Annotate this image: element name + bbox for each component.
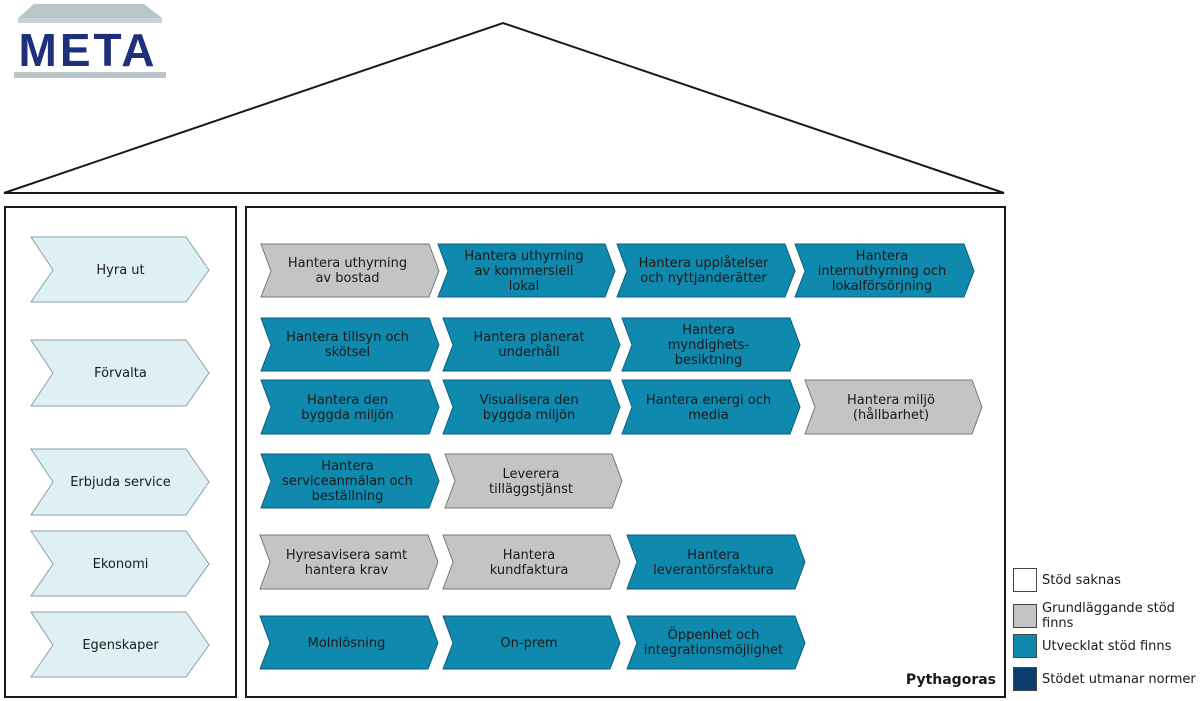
- capability-leverantorsfaktura: Hantera leverantörsfaktura: [626, 534, 806, 590]
- capability-oppenhet: Öppenhet och integrationsmöjlighet: [626, 615, 806, 670]
- capability-label: Hantera myndighets-besiktning: [667, 322, 750, 368]
- capability-label: Hantera internuthyrning och lokalförsörj…: [817, 248, 947, 294]
- legend-label: Utvecklat stöd finns: [1042, 638, 1172, 654]
- legend-label: Stöd saknas: [1042, 572, 1121, 588]
- legend-item-utmanar: Stödet utmanar normer: [1013, 667, 1196, 691]
- capability-uthyrning-lokal: Hantera uthyrning av kommersiell lokal: [437, 243, 616, 298]
- legend-label: Grundläggande stöd finns: [1042, 601, 1175, 631]
- capability-serviceanmalan: Hantera serviceanmälan och beställning: [260, 453, 440, 509]
- stage-label: Ekonomi: [92, 556, 149, 572]
- capability-label: Hantera kundfaktura: [489, 547, 569, 578]
- house-roof: [3, 21, 1005, 194]
- legend-item-grundlaggande: Grundläggande stöd finns: [1013, 601, 1200, 631]
- stage-ekonomi: Ekonomi: [30, 530, 210, 597]
- capability-label: Leverera tilläggstjänst: [489, 466, 573, 497]
- stage-label: Egenskaper: [82, 637, 159, 653]
- legend-swatch-grundlaggande: [1013, 604, 1037, 628]
- capability-hyresavisera: Hyresavisera samt hantera krav: [259, 534, 439, 590]
- legend-swatch-saknas: [1013, 568, 1037, 592]
- legend-item-utvecklat: Utvecklat stöd finns: [1013, 634, 1171, 658]
- stage-hyra-ut: Hyra ut: [30, 236, 210, 303]
- legend-swatch-utmanar: [1013, 667, 1037, 691]
- capability-tillaggstjanst: Leverera tilläggstjänst: [444, 453, 623, 509]
- capability-label: Hantera energi och media: [645, 392, 772, 423]
- capability-myndighetsbesiktning: Hantera myndighets-besiktning: [621, 317, 801, 372]
- capability-uthyrning-bostad: Hantera uthyrning av bostad: [260, 243, 440, 298]
- capability-byggda-miljon: Hantera den byggda miljön: [260, 379, 440, 435]
- capability-label: Öppenhet och integrationsmöjlighet: [643, 628, 784, 658]
- capability-label: Hantera miljö (hållbarhet): [847, 392, 935, 423]
- capability-miljo: Hantera miljö (hållbarhet): [804, 379, 983, 435]
- capability-label: Hyresavisera samt hantera krav: [285, 547, 408, 578]
- legend-item-saknas: Stöd saknas: [1013, 568, 1121, 592]
- capability-label: Visualisera den byggda miljön: [479, 392, 579, 423]
- stage-label: Hyra ut: [96, 262, 145, 278]
- stage-label: Erbjuda service: [70, 475, 171, 490]
- capability-tillsyn: Hantera tillsyn och skötsel: [260, 317, 440, 372]
- capability-label: Hantera den byggda miljön: [301, 392, 394, 423]
- legend-label: Stödet utmanar normer: [1042, 671, 1196, 687]
- capability-underhall: Hantera planerat underhåll: [442, 317, 621, 372]
- capability-label: On-prem: [500, 635, 558, 651]
- logo-text: META: [19, 24, 158, 76]
- capability-molnlosning: Molnlösning: [259, 615, 439, 670]
- capability-label: Hantera planerat underhåll: [473, 330, 585, 360]
- stage-forvalta: Förvalta: [30, 339, 210, 407]
- system-name: Pythagoras: [905, 672, 996, 688]
- capability-label: Hantera upplåtelser och nyttjanderätter: [638, 256, 769, 286]
- capability-upplatelser: Hantera upplåtelser och nyttjanderätter: [616, 243, 796, 298]
- capability-label: Hantera uthyrning av bostad: [287, 256, 408, 286]
- capability-internuthyrning: Hantera internuthyrning och lokalförsörj…: [794, 243, 975, 298]
- stage-erbjuda-service: Erbjuda service: [30, 448, 210, 516]
- capability-kundfaktura: Hantera kundfaktura: [442, 534, 621, 590]
- legend-swatch-utvecklat: [1013, 634, 1037, 658]
- capability-visualisera: Visualisera den byggda miljön: [442, 379, 621, 435]
- capability-energi-media: Hantera energi och media: [621, 379, 801, 435]
- capability-label: Hantera uthyrning av kommersiell lokal: [464, 248, 584, 294]
- stage-label: Förvalta: [94, 366, 147, 381]
- capability-label: Hantera tillsyn och skötsel: [286, 330, 409, 360]
- capability-label: Hantera serviceanmälan och beställning: [282, 459, 413, 504]
- capability-on-prem: On-prem: [442, 615, 621, 670]
- stage-egenskaper: Egenskaper: [30, 611, 210, 678]
- capability-label: Molnlösning: [307, 635, 386, 651]
- meta-logo: META: [14, 4, 166, 78]
- capability-label: Hantera leverantörsfaktura: [653, 547, 774, 578]
